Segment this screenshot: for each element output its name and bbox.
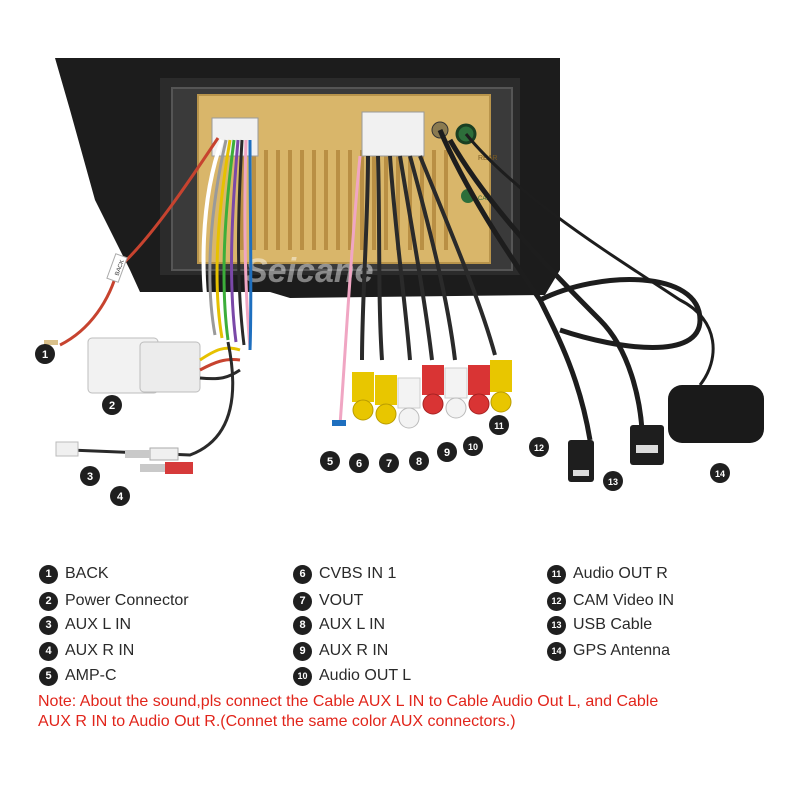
legend-number: 7 <box>293 591 312 611</box>
legend-item-5: 5 AMP-C <box>39 665 117 687</box>
callout-6-text: 6 <box>356 458 362 470</box>
seicane-watermark: Seicane <box>245 252 374 290</box>
callout-9 <box>437 442 457 462</box>
callout-14-text: 14 <box>715 469 725 479</box>
legend-item-6: 6 CVBS IN 1 <box>293 563 396 585</box>
legend-number: 5 <box>39 666 58 686</box>
callout-6 <box>349 453 369 473</box>
back-wire-tip <box>44 340 58 345</box>
legend-item-3: 3 AUX L IN <box>39 614 131 636</box>
legend-item-8: 8 AUX L IN <box>293 614 385 636</box>
legend-label: Power Connector <box>65 592 189 609</box>
legend-label: AMP-C <box>65 667 117 684</box>
gps-cable <box>464 133 715 386</box>
legend-label: Audio OUT L <box>319 667 412 684</box>
amp-aux-wire <box>69 341 235 457</box>
legend-number: 12 <box>547 591 566 611</box>
heat-vents <box>240 150 448 250</box>
callout-2 <box>102 395 122 415</box>
callout-8 <box>409 451 429 471</box>
legend-label: AUX R IN <box>65 642 135 659</box>
legend-number: 14 <box>547 641 566 661</box>
legend-item-4: 4 AUX R IN <box>39 640 134 662</box>
callout-3-text: 3 <box>87 471 93 483</box>
callout-7-text: 7 <box>386 458 392 470</box>
usb-connector-1 <box>568 440 594 482</box>
callout-13-text: 13 <box>608 477 618 487</box>
legend-label: CVBS IN 1 <box>319 565 397 582</box>
usb-connector-2 <box>630 425 664 465</box>
callout-9-text: 9 <box>444 447 450 459</box>
legend-label: GPS Antenna <box>573 642 670 659</box>
legend-item-7: 7 VOUT <box>293 590 363 612</box>
sound-note: Note: About the sound,pls connect the Ca… <box>38 692 778 732</box>
power-connector-wires <box>199 346 241 381</box>
callout-14 <box>710 463 730 483</box>
legend-item-1: 1 BACK <box>39 563 109 585</box>
legend-number: 10 <box>293 666 312 686</box>
callout-3 <box>80 466 100 486</box>
legend-item-14: 14 GPS Antenna <box>547 640 670 662</box>
rca-plugs <box>352 360 512 429</box>
callout-1-text: 1 <box>42 349 48 361</box>
legend-label: Audio OUT R <box>573 565 668 582</box>
callout-12 <box>529 437 549 457</box>
callout-10-text: 10 <box>468 442 478 452</box>
board-label-cam: CAM <box>478 196 491 202</box>
legend-number: 13 <box>547 615 566 635</box>
legend-number: 3 <box>39 615 58 635</box>
note-line-2: AUX R IN to Audio Out R.(Connet the same… <box>38 713 516 730</box>
callout-13 <box>603 471 623 491</box>
callout-5 <box>320 451 340 471</box>
legend-label: AUX L IN <box>319 616 386 633</box>
callout-4-text: 4 <box>117 491 124 503</box>
legend-label: AUX R IN <box>319 642 389 659</box>
legend-number: 2 <box>39 591 58 611</box>
legend-number: 11 <box>547 564 566 584</box>
legend-label: VOUT <box>319 592 364 609</box>
callout-10 <box>463 436 483 456</box>
note-line-1: Note: About the sound,pls connect the Ca… <box>38 693 659 710</box>
callout-7 <box>379 453 399 473</box>
back-wire-tag-text: BACK <box>115 259 126 276</box>
left-harness-wires <box>117 137 253 351</box>
legend-number: 8 <box>293 615 312 635</box>
callout-12-text: 12 <box>534 443 544 453</box>
legend-number: 6 <box>293 564 312 584</box>
callout-11 <box>489 415 509 435</box>
av-harness-socket <box>361 111 425 157</box>
callout-8-text: 8 <box>416 456 422 468</box>
amp-c-wire <box>338 155 362 426</box>
back-wire-tag <box>106 253 128 283</box>
legend-label: USB Cable <box>573 616 653 633</box>
callout-2-text: 2 <box>109 400 115 412</box>
legend-item-12: 12 CAM Video IN <box>547 590 674 612</box>
legend-number: 1 <box>39 564 58 584</box>
gps-antenna <box>668 385 764 443</box>
power-connector-2 <box>139 341 201 393</box>
legend-label: BACK <box>65 565 109 582</box>
legend-label: AUX L IN <box>65 616 132 633</box>
callout-11-text: 11 <box>494 421 504 431</box>
callout-5-text: 5 <box>327 456 333 468</box>
callout-4 <box>110 486 130 506</box>
left-rca-white <box>125 447 179 461</box>
legend-item-10: 10 Audio OUT L <box>293 665 411 687</box>
left-rca-red <box>140 462 193 474</box>
amp-aux-small-connector <box>55 441 79 457</box>
usb-cables <box>437 129 703 441</box>
legend-number: 9 <box>293 641 312 661</box>
legend-item-13: 13 USB Cable <box>547 614 652 636</box>
legend-item-11: 11 Audio OUT R <box>547 563 668 585</box>
legend-item-2: 2 Power Connector <box>39 590 189 612</box>
center-rca-wires <box>360 155 497 361</box>
legend-item-9: 9 AUX R IN <box>293 640 388 662</box>
legend-label: CAM Video IN <box>573 592 675 609</box>
legend-number: 4 <box>39 641 58 661</box>
wiring-diagram: REAR CAM Seicane BACK <box>35 58 764 506</box>
amp-c-tip <box>332 420 346 426</box>
callout-1 <box>35 344 55 364</box>
